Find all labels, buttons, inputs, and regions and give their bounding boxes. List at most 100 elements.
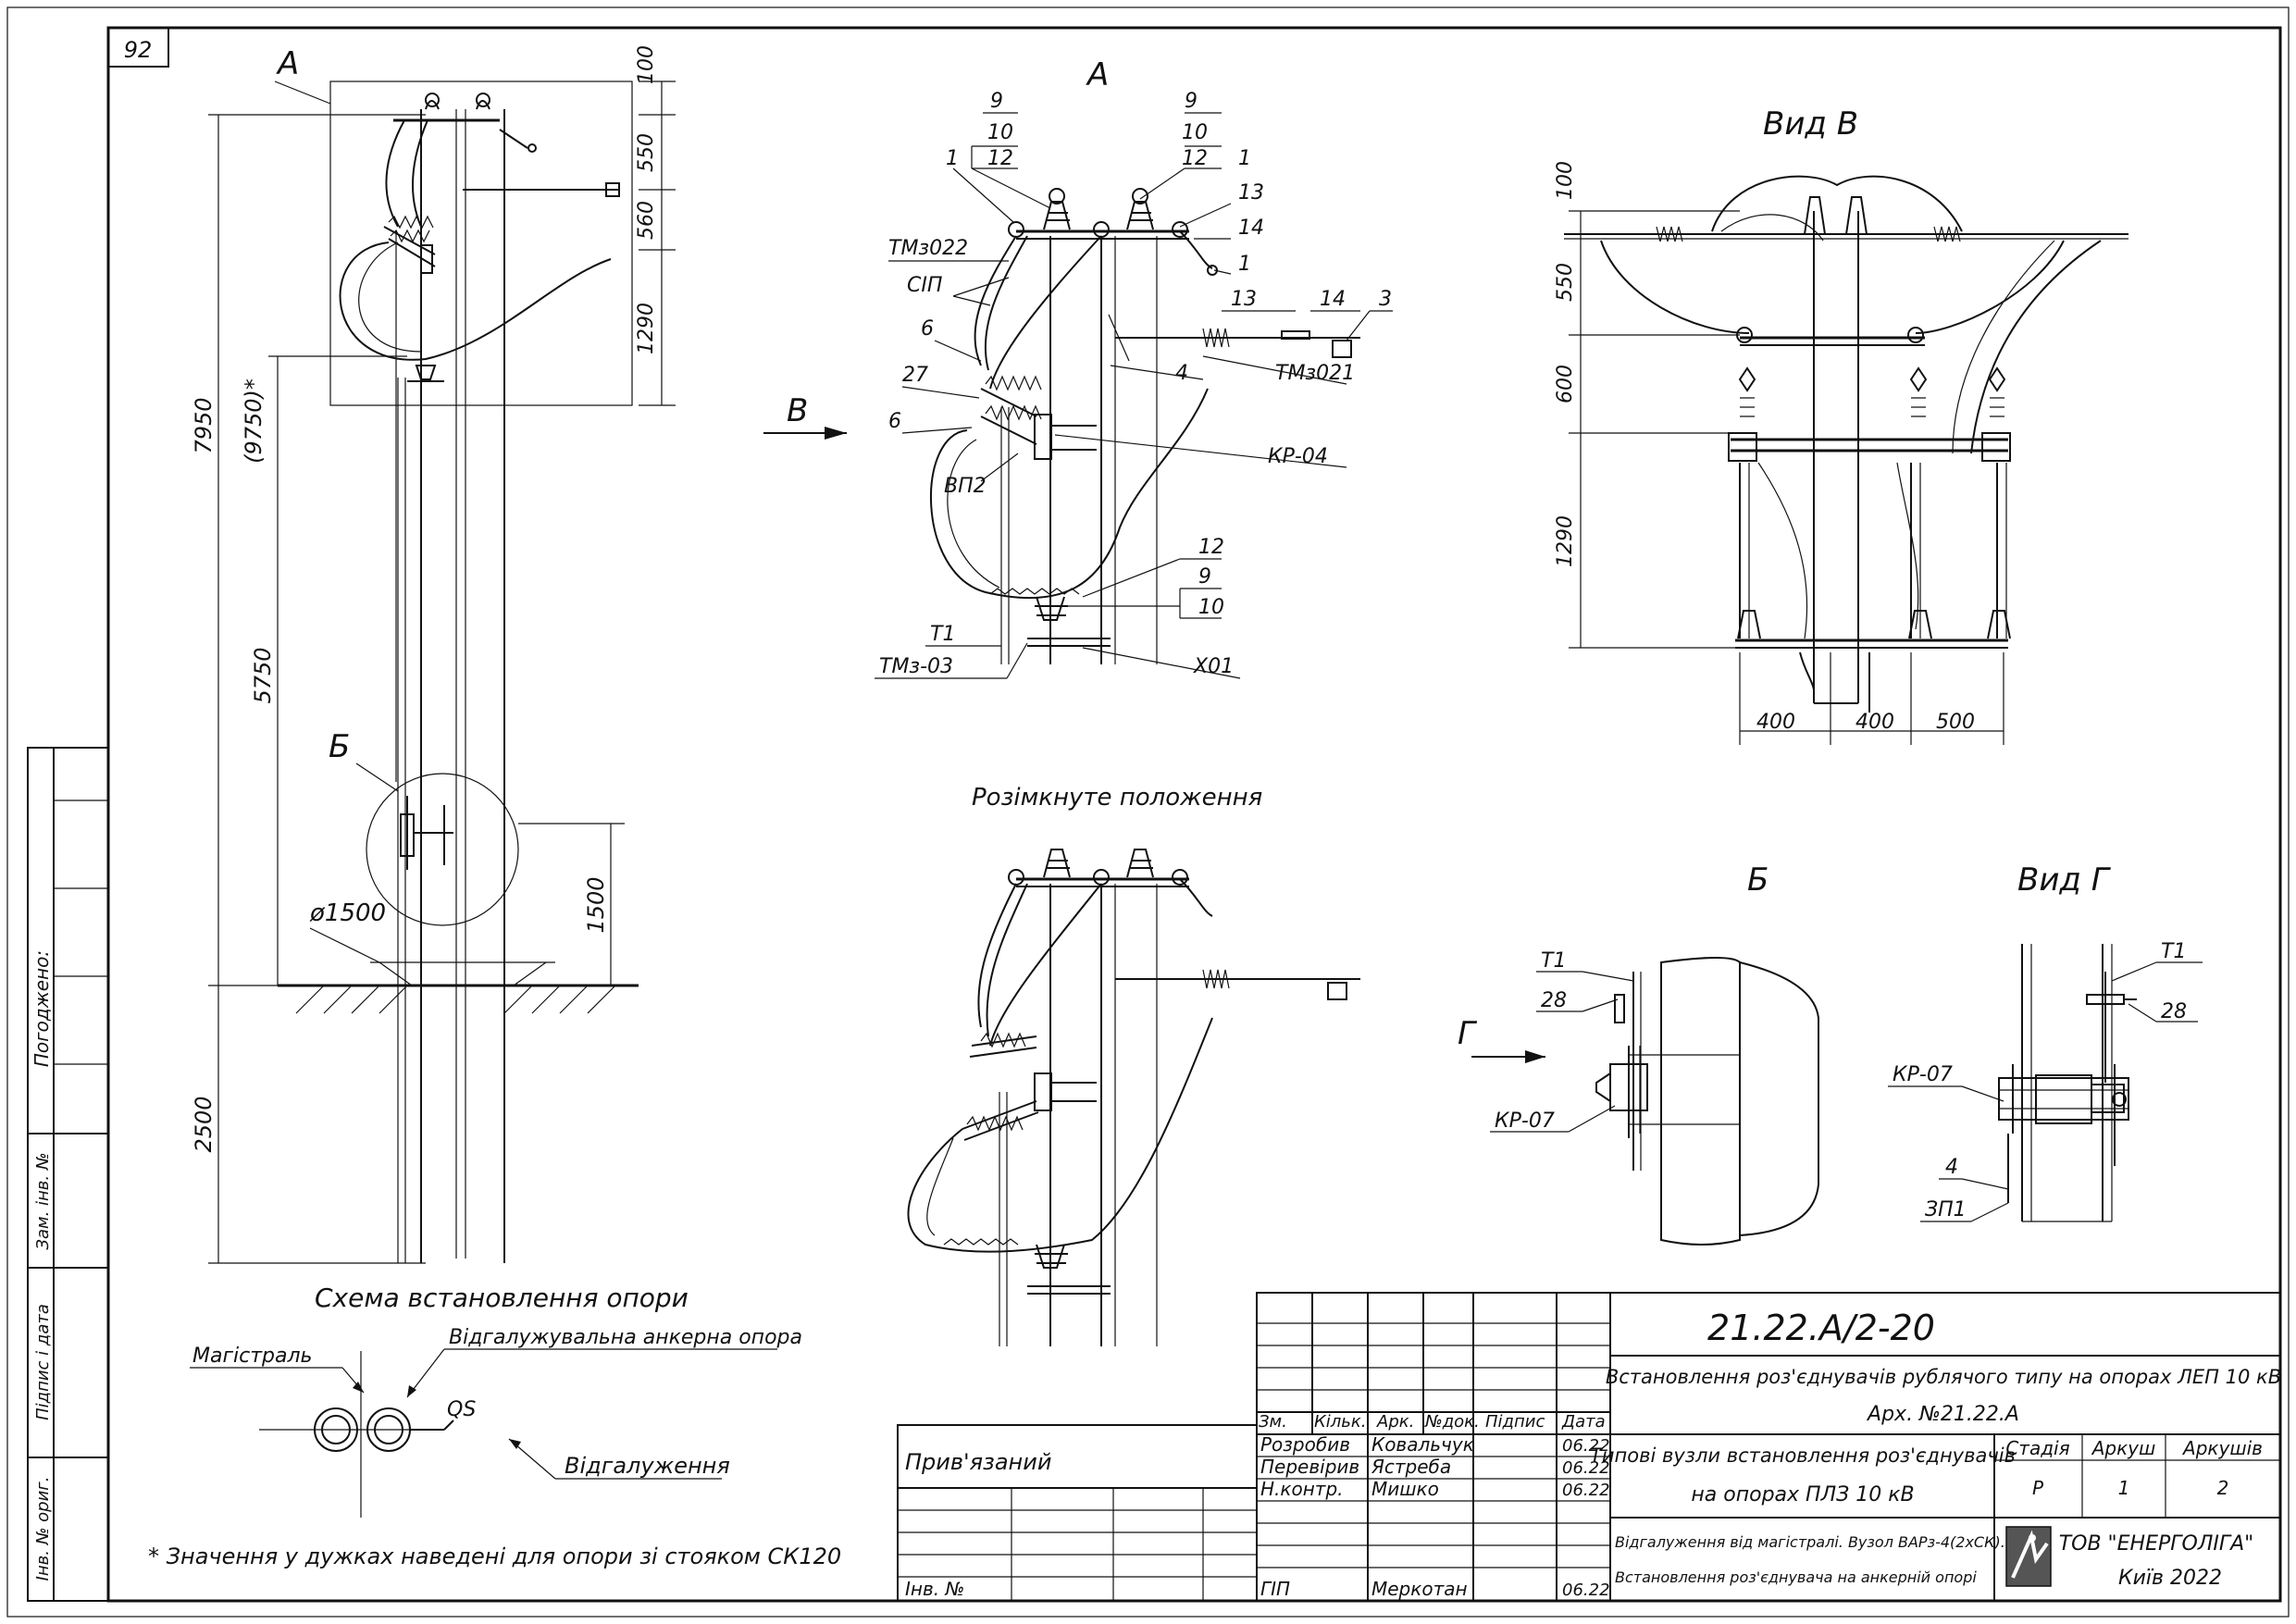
view-a-label: 1 [1238,147,1251,170]
view-a-label: ТМз022 [888,237,968,260]
side-stamp: Погоджено: Зам. інв. № Підпис і дата Інв… [27,747,109,1602]
table-header: Кільк. [1314,1412,1367,1432]
detail-b: Б Г Т1 28 КР-07 [1458,862,1819,1246]
view-a-label: Х01 [1193,655,1234,678]
view-a-label: 6 [921,317,934,341]
title-block: Прив'язаний Інв. № Зм. Кільк. Арк. №док.… [897,1292,2281,1602]
signer-date: 06.22 [1562,1436,1610,1456]
view-b-dim-550: 550 [1554,263,1577,302]
footnote: * Значення у дужках наведені для опори з… [148,1543,841,1569]
detail-b-arrow-label: Г [1458,1015,1478,1052]
side-label-original: Інв. № ориг. [33,1477,53,1581]
pole-dim-1290: 1290 [635,303,658,354]
view-a-label: 12 [987,147,1013,170]
view-g-title: Вид Г [2017,862,2112,899]
view-a-label: 9 [1185,90,1198,113]
view-a-label: ВП2 [944,475,987,498]
view-b-dim-400a: 400 [1756,711,1795,734]
view-a-label: 12 [1198,536,1224,559]
scheme-main-line: Магістраль [192,1345,313,1368]
view-a-label: 12 [1182,147,1208,170]
company-name: ТОВ "ЕНЕРГОЛІГА" [2059,1532,2254,1556]
view-a-label: 9 [990,90,1003,113]
signer-name: Меркотан [1371,1578,1468,1600]
view-b-dim-500: 500 [1936,711,1975,734]
view-a-label: 10 [987,121,1013,144]
detail-b-label: КР-07 [1495,1110,1555,1133]
pole-dims-left: 7950 (9750)* 5750 2500 1500 [191,114,625,1264]
drawing-title-line1: Типові вузли встановлення роз'єднувачів [1590,1444,2016,1467]
view-b-title: Вид В [1763,105,1858,143]
view-a-label: 3 [1379,288,1392,311]
view-b-dim-100: 100 [1554,161,1577,200]
view-a-label: 9 [1198,565,1211,589]
view-b-dim-600: 600 [1554,365,1577,403]
view-b: Вид В [1554,105,2128,745]
signer-role: Перевірив [1260,1456,1359,1478]
view-g: Вид Г Т1 28 КР-07 4 ЗП1 [1888,862,2203,1222]
pole-label-b: Б [329,728,350,765]
signer-role: Розробив [1260,1433,1350,1456]
detail-b-title: Б [1747,862,1769,899]
signer-name: Ястреба [1371,1456,1451,1478]
table-header: Дата [1561,1412,1606,1432]
signer-role: ГІП [1260,1578,1290,1600]
detail-b-label: 28 [1541,989,1567,1012]
view-a-label: 10 [1198,596,1224,619]
view-a-label: 1 [1238,253,1251,276]
table-header: Зм. [1259,1412,1287,1432]
view-a-label: ТМз021 [1275,362,1355,385]
sheet-value: 1 [2118,1477,2130,1499]
pole-dim-560: 560 [635,201,658,240]
view-g-label: 28 [2161,1000,2187,1023]
scheme-branch: Відгалуження [565,1453,730,1479]
view-b-dim-400b: 400 [1855,711,1894,734]
view-a-label: Т1 [930,623,955,646]
pole-dim-total: 7950 [191,397,217,453]
scheme-branch-pole: Відгалужувальна анкерна опора [449,1326,802,1349]
page-number: 92 [124,37,153,63]
detail-b-label: Т1 [1541,949,1566,973]
inv-label: Інв. № [905,1578,964,1600]
view-a-label: 6 [888,410,901,433]
signer-date: 06.22 [1562,1481,1610,1500]
view-a-label: 27 [902,364,928,387]
stage-value: Р [2032,1477,2044,1499]
drawing-title-line2: на опорах ПЛЗ 10 кВ [1691,1483,1914,1506]
pole-dims-right: 100 550 560 1290 [635,45,676,406]
view-g-label: КР-07 [1893,1063,1953,1086]
sheets-value: 2 [2217,1477,2229,1499]
side-label-replaced: Зам. інв. № [33,1152,53,1249]
signer-role: Н.контр. [1260,1478,1344,1500]
company-logo [2005,1526,2052,1587]
view-a: А В [763,56,1393,679]
pole-dim-550: 550 [635,133,658,172]
table-header: Арк. [1376,1412,1414,1432]
stage-header: Стадія [2005,1437,2069,1459]
signer-date: 06.22 [1562,1581,1610,1600]
pole-dim-5750: 5750 [250,647,276,703]
pole-dim-100: 100 [635,45,658,84]
tied-label: Прив'язаний [905,1449,1051,1475]
pole-dim-1500: 1500 [583,876,609,933]
side-label-agreed: Погоджено: [31,950,53,1067]
pole-label-a: А [276,45,299,82]
open-position-view: Розімкнуте положення [907,784,1360,1346]
view-a-label: 4 [1175,362,1188,385]
city-year: Київ 2022 [2118,1567,2222,1590]
scheme-title: Схема встановлення опори [315,1283,689,1313]
description-line2: Встановлення роз'єднувача на анкерній оп… [1615,1568,1977,1586]
pole-diameter: ø1500 [309,899,386,927]
view-a-label: 13 [1238,181,1264,205]
view-a-label: ТМз-03 [879,655,953,678]
view-a-label: 14 [1320,288,1346,311]
installation-scheme: Схема встановлення опори Магістраль Відг… [148,1283,841,1569]
view-a-label: 1 [946,147,959,170]
view-g-label: 4 [1945,1156,1958,1179]
signer-name: Мишко [1371,1478,1439,1500]
scheme-qs: QS [447,1398,476,1421]
view-a-callouts: 9 10 12 1 9 10 12 1 13 14 1 ТМз022 СІП [875,90,1393,679]
table-header: Підпис [1485,1412,1545,1432]
view-b-dim-1290: 1290 [1554,515,1577,567]
